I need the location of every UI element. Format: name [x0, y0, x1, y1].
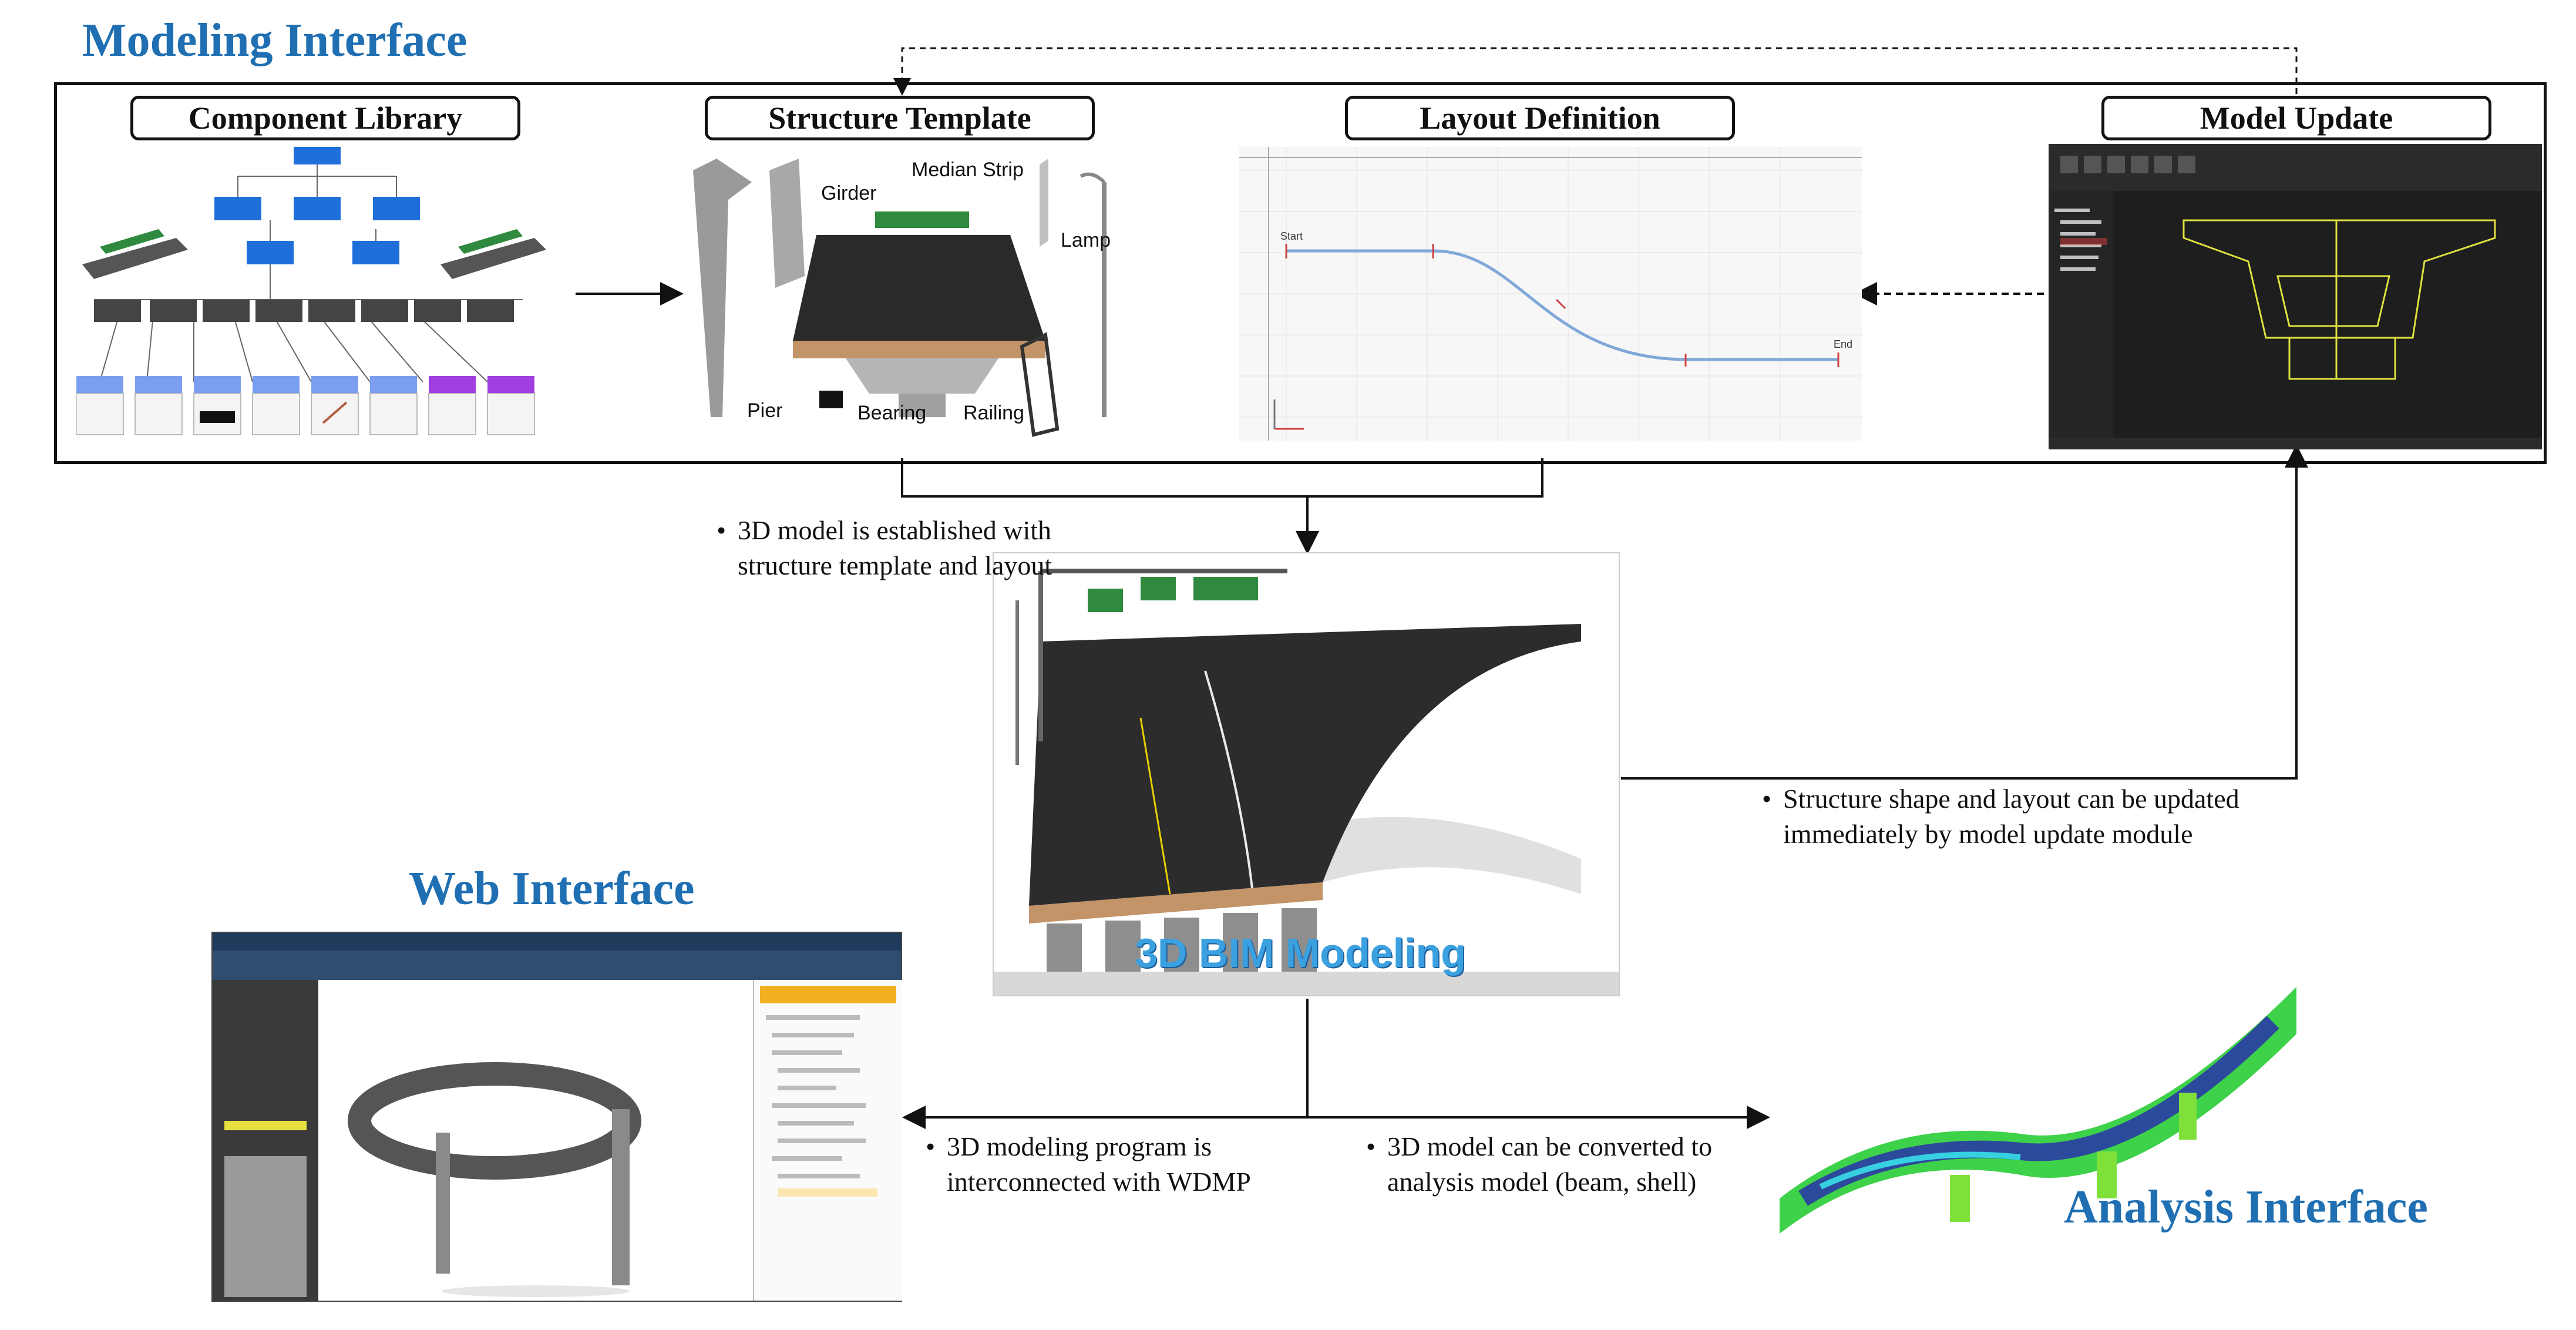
bridge-thumbnail-left [82, 229, 188, 279]
analysis-interface-title: Analysis Interface [2064, 1181, 2428, 1233]
tree-reference-line-nodes [94, 300, 514, 322]
bim-caption: 3D BIM Modeling [1135, 930, 1466, 976]
median-sign [875, 211, 969, 228]
bim-model-render [994, 569, 1619, 995]
girder-label: Girder [821, 182, 877, 204]
web-viewport [318, 980, 753, 1297]
note-analysis: •3D model can be converted to analysis m… [1366, 1131, 1713, 1197]
component-library-tree [76, 147, 546, 435]
layout-grid [1239, 147, 1862, 441]
layout-definition-plot: Start End [1239, 147, 1862, 441]
bim-deck-shadow [1323, 817, 1581, 894]
bridge-thumbnail-right [440, 229, 546, 279]
alignment-curve [1286, 249, 1838, 361]
analysis-piers [1950, 1093, 2197, 1222]
tree-part-thumbnails [76, 393, 535, 435]
tree-segment-node [214, 197, 261, 220]
model-update-cad-screenshot [2049, 144, 2542, 449]
note-wdmp: •3D modeling program is interconnected w… [926, 1131, 1251, 1197]
girder-part [769, 159, 805, 288]
dashed-feedback-line [893, 47, 2298, 96]
bracket-template-layout [901, 458, 1543, 498]
tree-root-node [294, 147, 341, 164]
layout-start-label: Start [1280, 230, 1303, 242]
web-properties-panel [213, 980, 318, 1301]
web-pier [612, 1109, 630, 1285]
bearing-part [819, 391, 843, 408]
median-strip-part [1040, 159, 1048, 247]
railing-label: Railing [963, 402, 1024, 424]
bearing-label: Bearing [857, 402, 927, 424]
structure-template-box: Structure Template [705, 96, 1095, 140]
railing-part [1020, 332, 1060, 437]
web-interface-screenshot [211, 932, 902, 1302]
bim-signs [1088, 577, 1258, 612]
pier-part [693, 159, 752, 417]
tree-part-library-nodes [76, 376, 534, 394]
arrow-model-to-update [1621, 444, 2308, 780]
cad-cross-section [2182, 219, 2496, 380]
cad-tree-panel [2049, 191, 2113, 449]
bim-road-deck [1029, 624, 1581, 906]
structure-template-illustration [693, 159, 1107, 437]
web-deck-ring [348, 1062, 641, 1180]
web-menu-bar [213, 951, 901, 980]
web-interface-title: Web Interface [409, 863, 695, 915]
lamp-label: Lamp [1061, 229, 1111, 251]
analysis-model-image [1780, 987, 2296, 1234]
note-model-established: •3D model is established with structure … [717, 515, 1052, 580]
web-tree-header [760, 986, 896, 1003]
tree-unit-structure-node [247, 241, 294, 264]
layout-definition-box: Layout Definition [1345, 96, 1735, 140]
web-title-bar [213, 933, 901, 951]
tree-segment-node [373, 197, 420, 220]
pier-label: Pier [747, 399, 783, 422]
model-update-box: Model Update [2101, 96, 2491, 140]
note-model-update: •Structure shape and layout can be updat… [1762, 784, 2239, 849]
tree-unit-structure-node [352, 241, 399, 264]
modeling-interface-title: Modeling Interface [82, 15, 468, 66]
analysis-deck [1780, 987, 2296, 1234]
cap-beam [846, 358, 998, 394]
web-model-tree-panel [753, 980, 902, 1301]
deck-part [793, 235, 1045, 341]
component-library-box: Component Library [130, 96, 520, 140]
tree-segment-node [294, 197, 341, 220]
layout-end-label: End [1834, 338, 1852, 350]
bim-model-image: 3D BIM Modeling [993, 552, 1620, 996]
modeling-frame [54, 82, 2547, 464]
median-strip-label: Median Strip [912, 159, 1024, 181]
